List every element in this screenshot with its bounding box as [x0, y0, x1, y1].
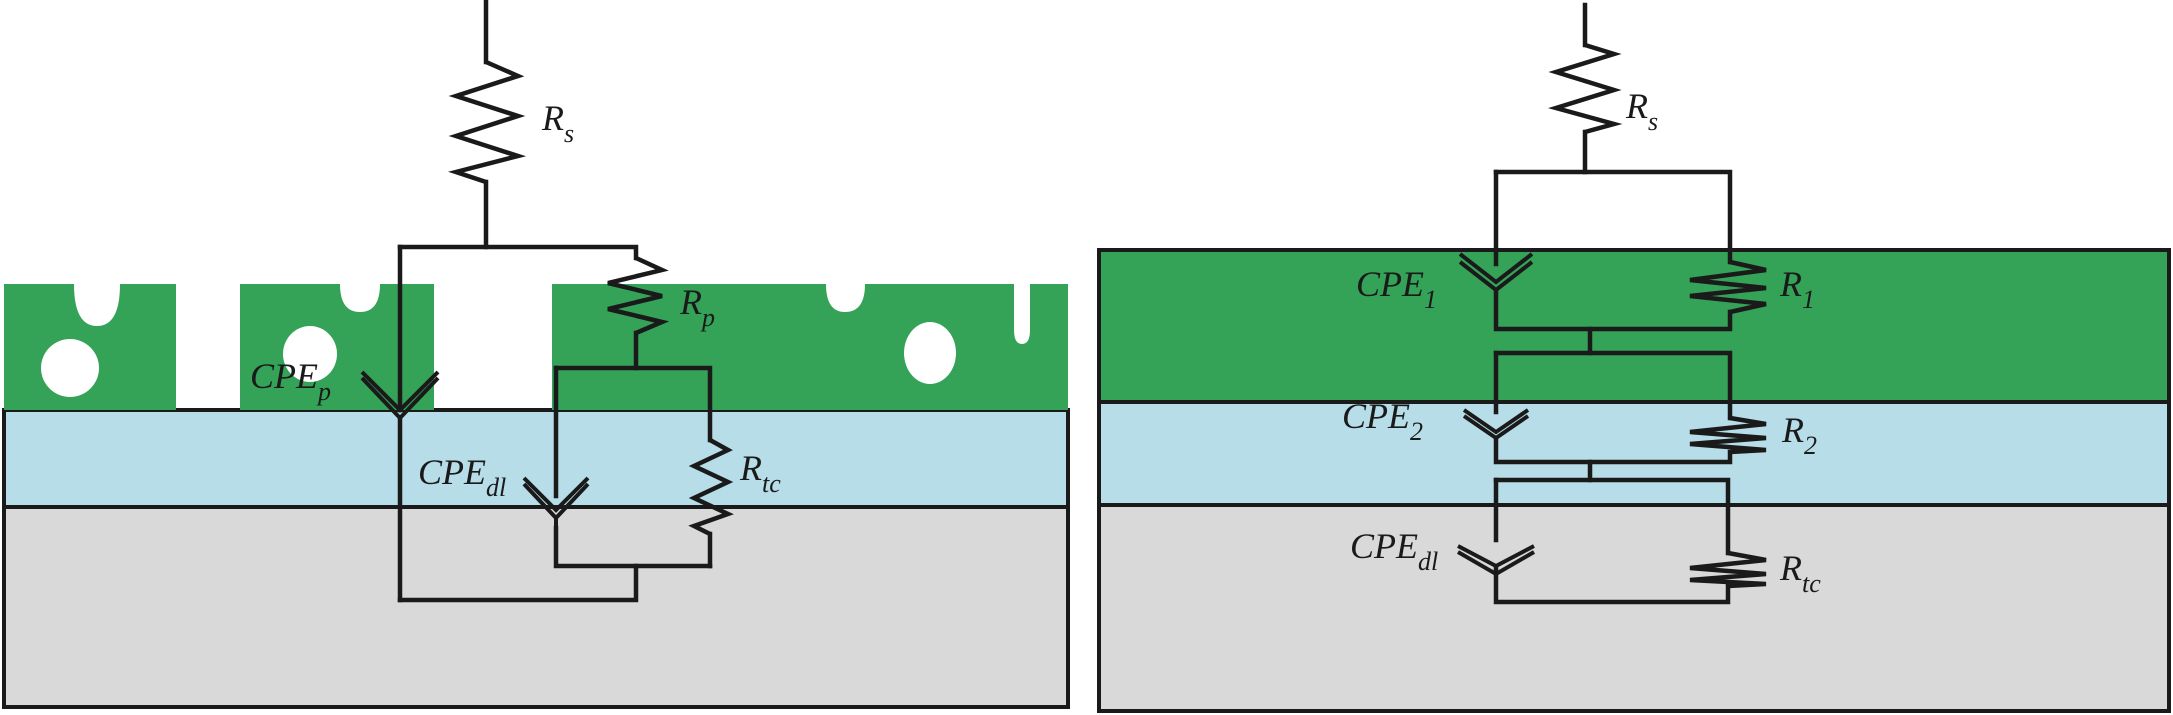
left-substrate-layer — [2, 505, 1070, 709]
right-interlayer — [1097, 400, 2171, 507]
left-cpe-p-element — [360, 370, 440, 421]
left-panel: Rs Rp CPEp CPEdl Rtc — [2, 0, 1070, 709]
right-rtc-label: Rtc — [1779, 548, 1821, 598]
right-cpe-dl-label: CPEdl — [1350, 526, 1438, 576]
left-porous-coating — [4, 284, 1068, 410]
right-cpe-1-element — [1458, 252, 1534, 293]
left-cpe-p-label: CPEp — [250, 356, 331, 406]
right-cpe-1-label: CPE1 — [1356, 264, 1437, 314]
right-substrate-layer — [1097, 503, 2171, 713]
left-cpe-dl-label: CPEdl — [418, 452, 506, 502]
left-wires — [397, 0, 713, 603]
pore — [826, 284, 865, 312]
right-r1-resistor — [1689, 259, 1767, 315]
right-rs-resistor — [1547, 42, 1623, 135]
pore — [904, 322, 956, 384]
right-rtc-resistor — [1689, 550, 1767, 589]
right-panel: Rs CPE1 R1 CPE2 R2 CPEdl Rtc — [1097, 2, 2171, 713]
right-r2-label: R2 — [1781, 410, 1817, 460]
left-rtc-resistor — [688, 438, 734, 537]
right-r1-label: R1 — [1779, 264, 1815, 314]
left-rtc-label: Rtc — [739, 448, 781, 498]
pore — [41, 339, 99, 397]
right-coating-layer — [1097, 248, 2171, 404]
right-r2-resistor — [1689, 415, 1767, 455]
right-cpe-2-element — [1462, 408, 1530, 441]
right-wires — [1493, 2, 1733, 605]
left-rs-label: Rs — [541, 98, 574, 148]
pore — [340, 284, 380, 312]
right-cpe-dl-element — [1456, 544, 1536, 577]
left-rp-resistor — [607, 255, 670, 336]
left-rs-resistor — [448, 59, 527, 185]
right-rs-label: Rs — [1625, 86, 1658, 136]
pore — [74, 284, 120, 326]
pore — [283, 326, 337, 382]
left-cpe-dl-element — [522, 476, 590, 528]
pore — [1014, 284, 1030, 344]
left-rp-label: Rp — [679, 282, 715, 332]
right-cpe-2-label: CPE2 — [1342, 396, 1423, 446]
